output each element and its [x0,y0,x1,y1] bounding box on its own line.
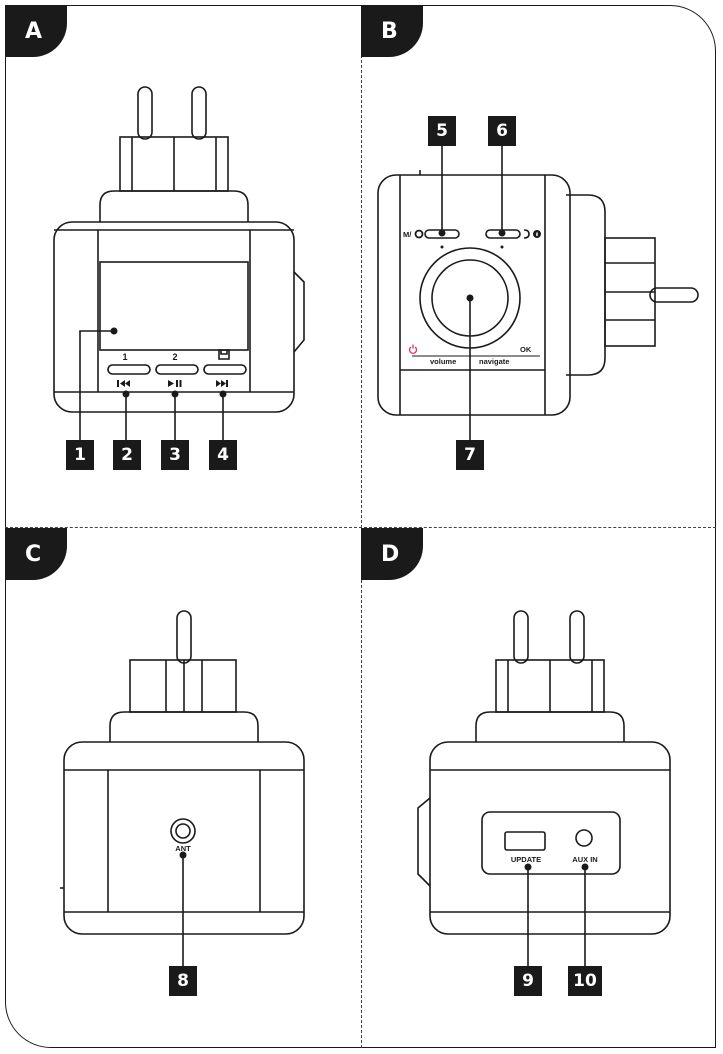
panel-b-device [377,142,699,440]
callout-7: 7 [456,440,484,470]
navigate-label: navigate [479,357,509,366]
panel-a-tab: A [5,5,67,57]
horizontal-divider [5,527,716,528]
ant-label: ANT [175,844,191,853]
callout-3: 3 [161,440,189,470]
preset-1-label: 1 [122,352,127,362]
callout-6: 6 [488,116,516,146]
preset-2-label: 2 [172,352,177,362]
panel-b-icons [408,229,541,355]
callout-4: 4 [209,440,237,470]
panel-d-device [417,610,671,966]
update-label: UPDATE [511,855,541,864]
power-icon [408,344,418,355]
volume-label: volume [430,357,456,366]
transport-icons [117,380,228,387]
panel-c-tab: C [5,528,67,580]
panel-c-device [60,610,305,966]
back-icon [523,229,530,239]
play-pause-icon [168,380,182,387]
callout-8: 8 [169,966,197,996]
previous-icon [117,380,130,387]
callout-5: 5 [428,116,456,146]
ok-label: OK [520,345,532,354]
next-icon [216,380,228,387]
callout-10: 10 [568,966,602,996]
settings-icon [414,229,424,239]
vertical-divider [361,5,362,1048]
connector-dots [110,229,589,871]
callout-2: 2 [113,440,141,470]
aux-in-label: AUX IN [572,855,597,864]
panel-a-device [53,86,305,444]
info-icon [533,230,541,238]
callout-9: 9 [514,966,542,996]
mode-label: M/ [403,230,412,239]
callout-1: 1 [66,440,94,470]
outer-frame [5,5,716,1048]
